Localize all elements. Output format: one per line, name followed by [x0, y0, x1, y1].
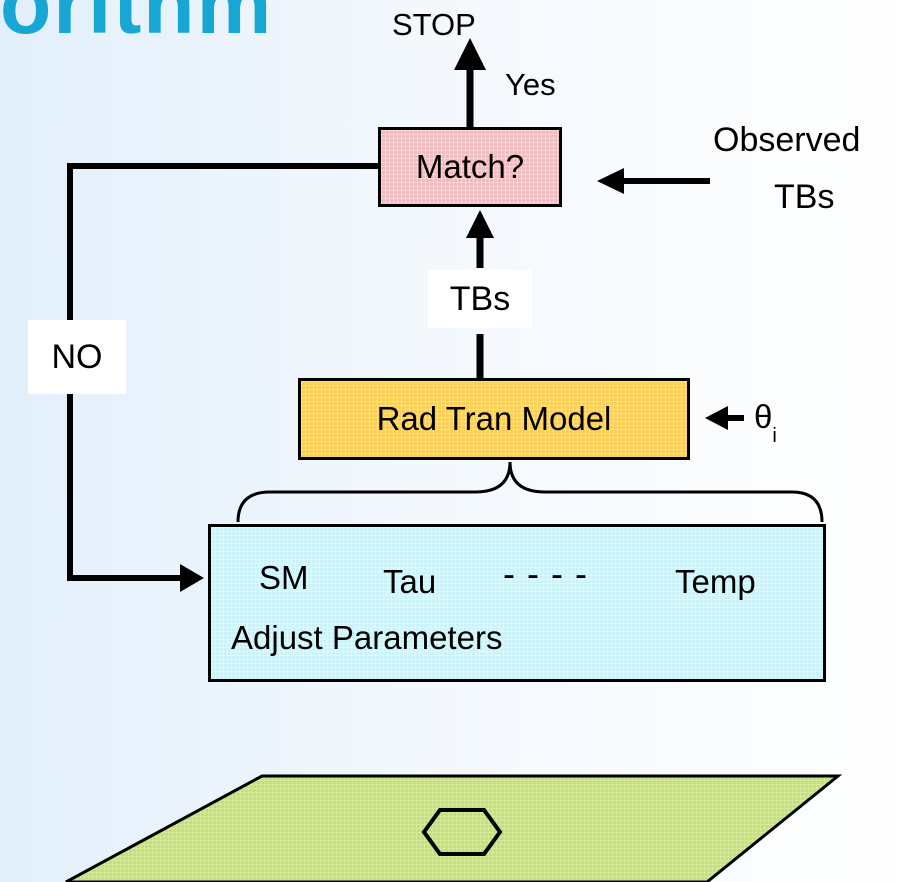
- param-sm-label: SM: [259, 559, 309, 596]
- arrowhead-params-left: [180, 564, 204, 592]
- adjust-parameters-box: SM Tau - - - - Temp Adjust Parameters: [208, 524, 826, 682]
- arrowhead-stop: [454, 38, 486, 70]
- match-decision-box: Match?: [378, 127, 562, 207]
- theta-label: θi: [754, 398, 777, 447]
- ground-surface: [65, 774, 843, 882]
- arrowhead-match-right: [597, 168, 624, 194]
- param-temp-label: Temp: [675, 563, 756, 600]
- slide-title-fragment: orithm: [0, 0, 274, 51]
- brace-parameters: [236, 461, 824, 523]
- stop-label: STOP: [392, 7, 476, 42]
- theta-symbol: θ: [754, 398, 773, 435]
- observed-label: Observed: [713, 121, 861, 159]
- param-tau-label: Tau: [383, 563, 437, 600]
- yes-label: Yes: [505, 67, 556, 102]
- arrowhead-model-right: [705, 406, 728, 430]
- adjust-parameters-label: Adjust Parameters: [231, 619, 503, 656]
- observed-tbs-label: TBs: [774, 178, 835, 216]
- match-label: Match?: [415, 148, 525, 185]
- arrowhead-match-bottom: [466, 210, 494, 238]
- theta-subscript: i: [772, 425, 777, 447]
- rad-tran-model-box: Rad Tran Model: [298, 378, 690, 460]
- param-dashes: - - - -: [503, 553, 588, 594]
- tbs-label: TBs: [428, 270, 532, 328]
- rad-tran-model-label: Rad Tran Model: [376, 400, 612, 437]
- no-label: NO: [28, 320, 126, 394]
- footprint-hexagon-icon: [421, 808, 503, 856]
